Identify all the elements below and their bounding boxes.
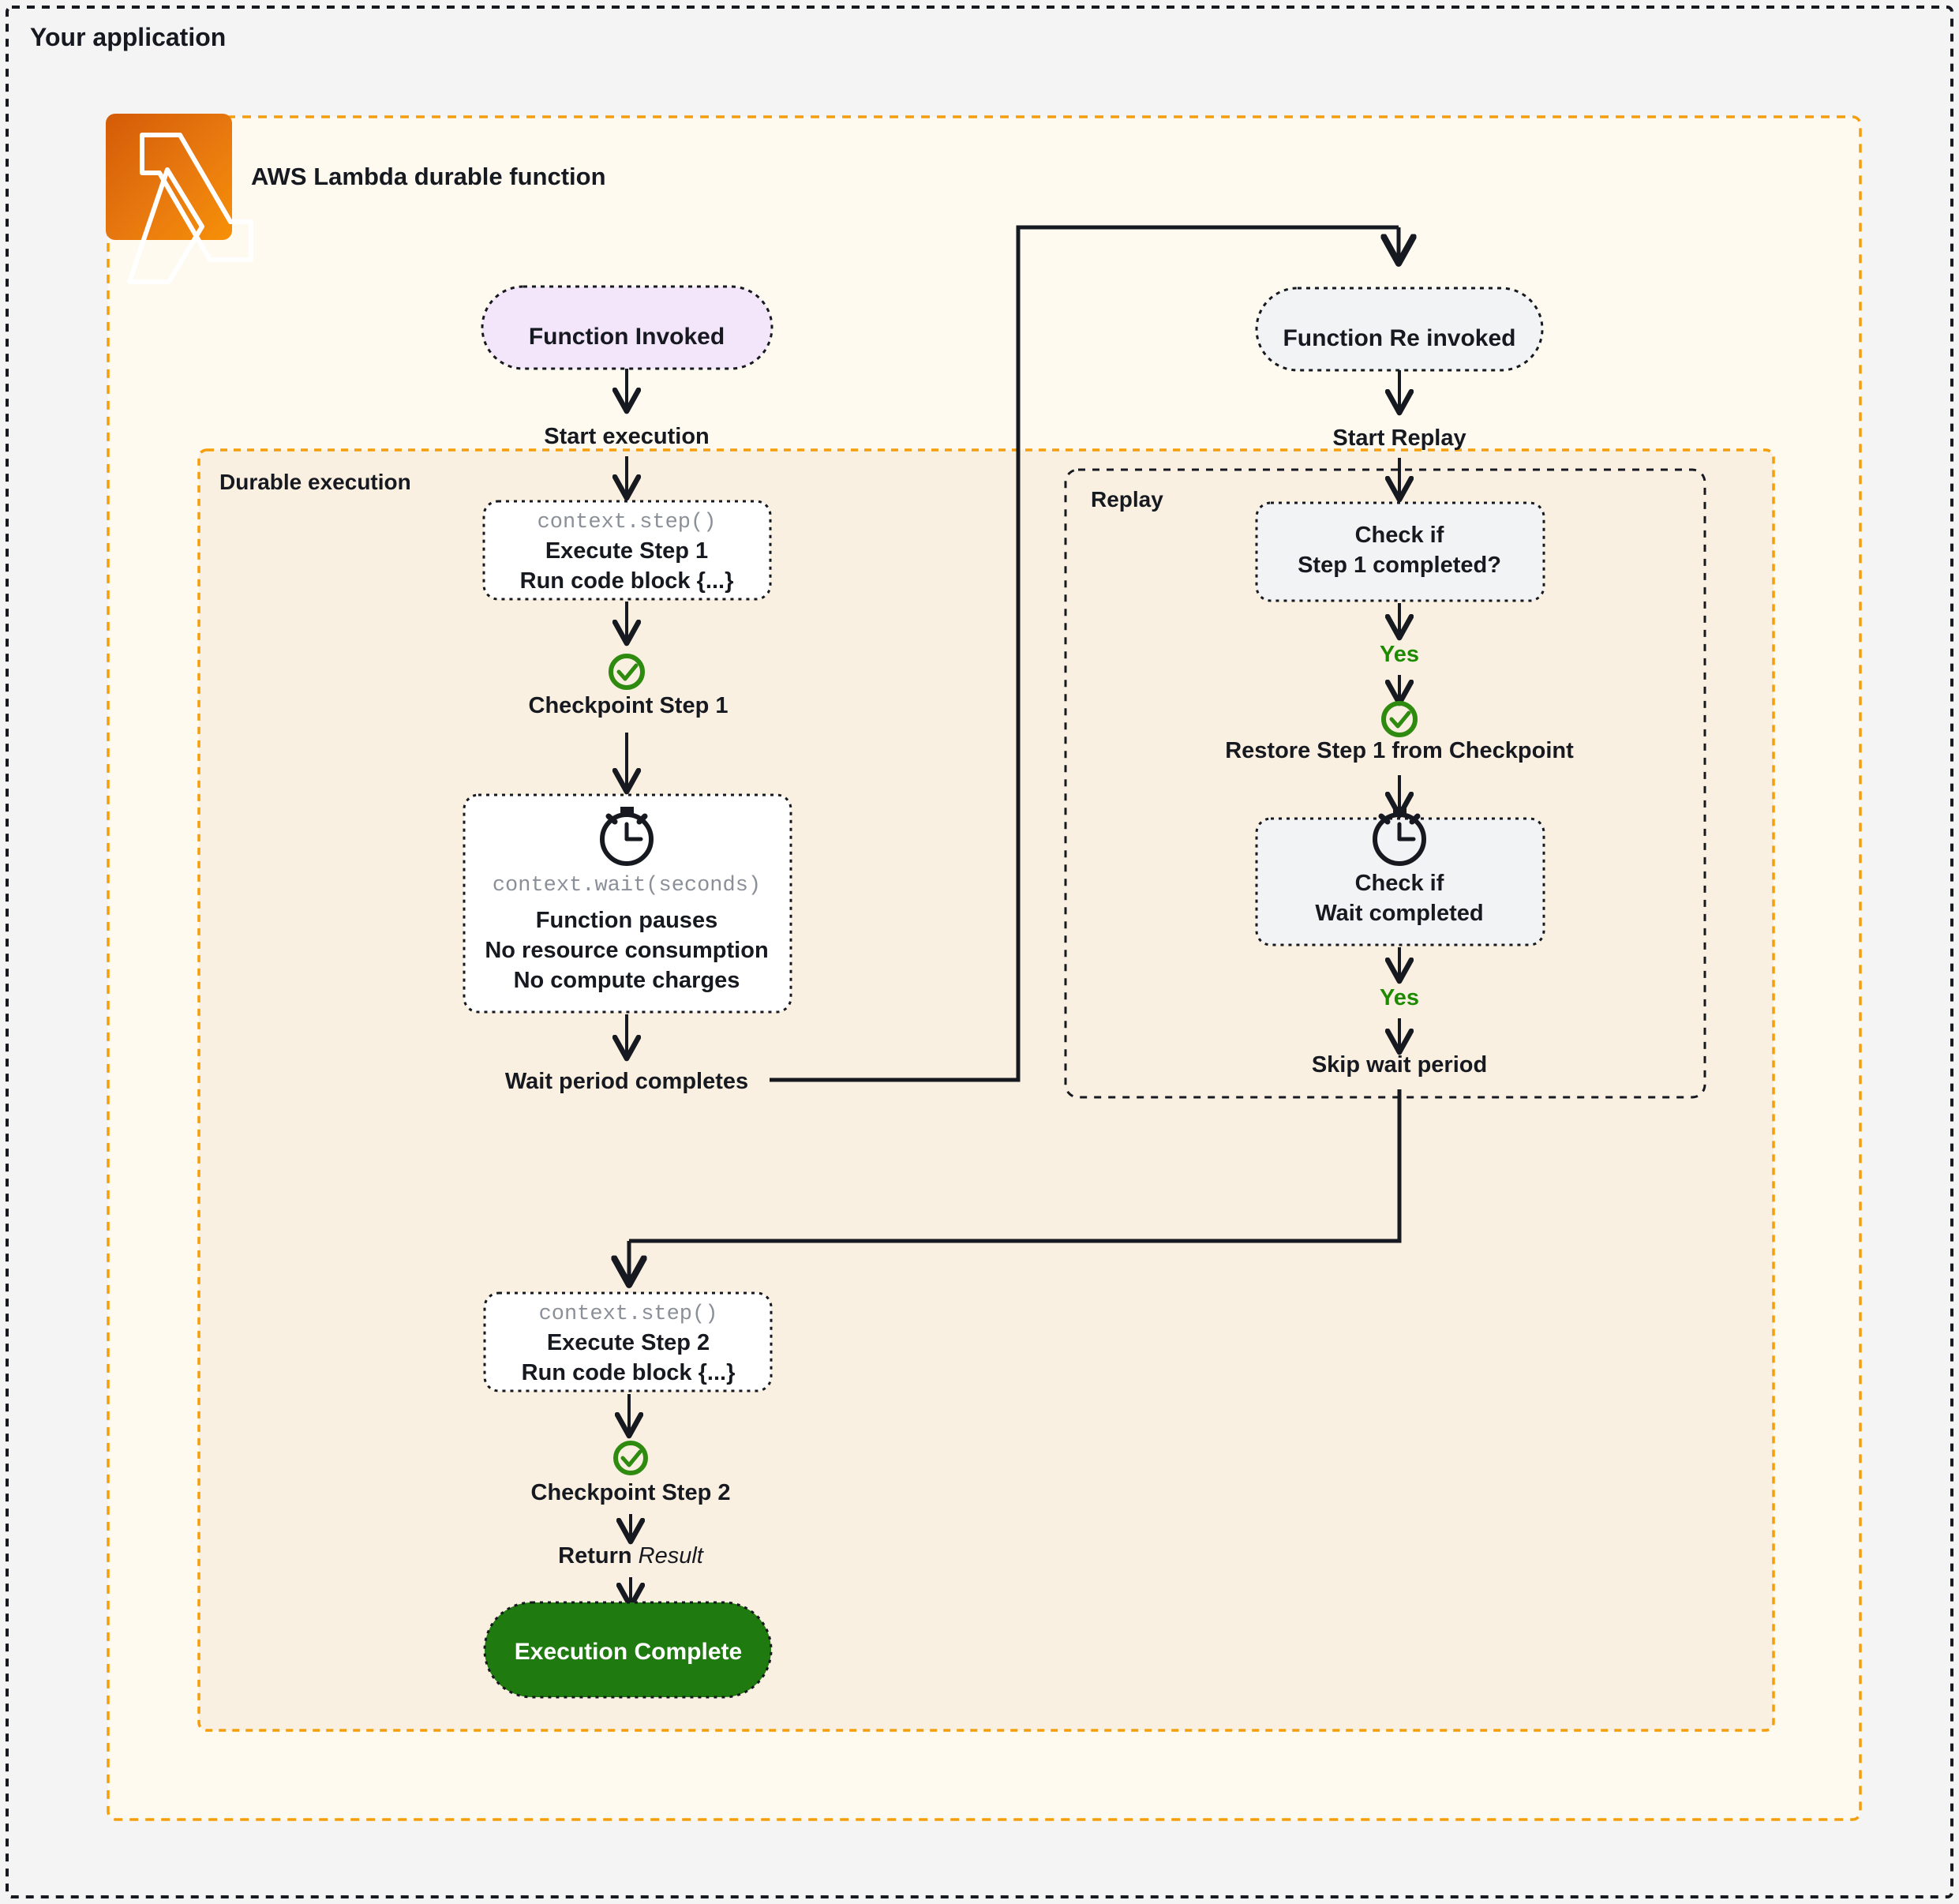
stopwatch-icon [1373, 807, 1426, 866]
node-step2-line1: Execute Step 2 [547, 1330, 710, 1355]
page-title: Your application [30, 23, 226, 51]
node-check-wait-line2: Wait completed [1315, 901, 1483, 926]
node-step2-line2: Run code block {...} [522, 1360, 736, 1385]
node-step1-code: context.step() [538, 511, 717, 534]
check-circle-icon [609, 654, 645, 690]
edge-label-start-replay: Start Replay [1332, 425, 1466, 451]
node-check-step-1-completed[interactable] [1255, 501, 1545, 602]
node-step1-line1: Execute Step 1 [545, 538, 708, 564]
edge-waitcomplete-to-reinvoked [770, 225, 1399, 1082]
node-check-wait-line1: Check if [1355, 871, 1444, 896]
edge-label-start-execution: Start execution [544, 424, 710, 449]
node-wait-line1: Function pauses [536, 908, 717, 933]
durable-execution-group [197, 448, 1775, 1732]
check-circle-icon [613, 1441, 648, 1475]
return-label-italic: Result [639, 1543, 705, 1569]
replay-group [1064, 468, 1706, 1099]
node-skip-wait-period-label: Skip wait period [1312, 1052, 1487, 1078]
lambda-container-title: AWS Lambda durable function [251, 163, 606, 190]
node-function-invoked-label: Function Invoked [529, 324, 725, 350]
node-wait-line3: No compute charges [514, 968, 740, 993]
node-check-step1-line1: Check if [1355, 523, 1444, 548]
stopwatch-icon [600, 807, 654, 866]
node-check-wait-completed[interactable] [1255, 817, 1545, 946]
node-checkpoint-step-2-label: Checkpoint Step 2 [531, 1480, 731, 1505]
check-circle-icon [1381, 701, 1418, 737]
aws-lambda-logo-icon [106, 114, 253, 284]
edge-label-yes-wait: Yes [1380, 985, 1419, 1010]
edge-label-yes-step1: Yes [1380, 642, 1419, 667]
durable-execution-label: Durable execution [219, 470, 411, 494]
node-checkpoint-step-1-label: Checkpoint Step 1 [529, 693, 729, 718]
node-wait-code: context.wait(seconds) [493, 874, 761, 898]
replay-label: Replay [1091, 487, 1163, 512]
return-label-bold: Return [558, 1543, 639, 1569]
node-execution-complete[interactable] [483, 1601, 773, 1699]
return-result-label: Return Result [558, 1543, 705, 1569]
node-restore-step-1-label: Restore Step 1 from Checkpoint [1225, 738, 1574, 763]
node-execute-step-2[interactable] [483, 1291, 773, 1392]
node-execute-step-1[interactable] [482, 500, 772, 601]
node-function-invoked[interactable] [481, 285, 773, 370]
node-step2-code: context.step() [539, 1302, 718, 1326]
edge-skipwait-to-step2 [629, 1089, 1402, 1243]
node-wait-period-completes-label: Wait period completes [505, 1069, 748, 1094]
node-context-wait[interactable] [463, 793, 792, 1014]
node-function-re-invoked-label: Function Re invoked [1283, 325, 1515, 351]
node-step1-line2: Run code block {...} [520, 568, 734, 594]
node-check-step1-line2: Step 1 completed? [1298, 553, 1501, 578]
node-wait-line2: No resource consumption [485, 938, 768, 963]
node-execution-complete-label: Execution Complete [515, 1639, 742, 1665]
